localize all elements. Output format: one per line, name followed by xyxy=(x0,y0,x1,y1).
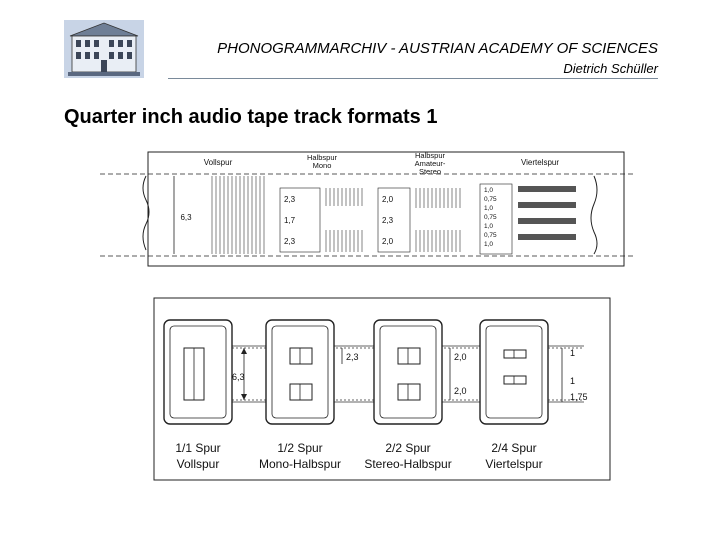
header-author: Dietrich Schüller xyxy=(563,61,658,76)
quarter-track-1: 1,0 xyxy=(484,187,493,194)
quarter-track-7: 1,0 xyxy=(484,241,493,248)
head-1-label-line1: 1/1 Spur xyxy=(175,441,220,455)
quarter-track-2: 0,75 xyxy=(484,196,497,203)
column-label-viertelspur: Viertelspur xyxy=(521,158,559,167)
quarter-track-5: 1,0 xyxy=(484,223,493,230)
head-1-label-line2: Vollspur xyxy=(177,457,220,471)
head-4-label-line1: 2/4 Spur xyxy=(491,441,536,455)
stereo-track-2: 2,0 xyxy=(382,237,394,246)
header-divider xyxy=(168,78,658,79)
academy-building-logo xyxy=(64,20,144,78)
header-title: PHONOGRAMMARCHIV - AUSTRIAN ACADEMY OF S… xyxy=(217,40,658,57)
quarter-dim-2: 1 xyxy=(570,376,575,386)
full-track-width: 6,3 xyxy=(180,213,192,222)
quarter-track-3: 1,0 xyxy=(484,205,493,212)
mono-track-1: 2,3 xyxy=(284,195,296,204)
head-2-label-line1: 1/2 Spur xyxy=(277,441,322,455)
head-4-label-line2: Viertelspur xyxy=(485,457,542,471)
head-3-label-line2: Stereo-Halbspur xyxy=(364,457,451,471)
stereo-track-1: 2,0 xyxy=(382,195,394,204)
quarter-track-6: 0,75 xyxy=(484,232,497,239)
head-configurations-diagram: 6,3 2,3 2,0 2,0 1 1 1,75 1/1 Spur Vollsp… xyxy=(153,297,611,481)
head-2-label-line2: Mono-Halbspur xyxy=(259,457,341,471)
quarter-dim-3: 1,75 xyxy=(570,392,588,402)
quarter-track-4: 0,75 xyxy=(484,214,497,221)
quarter-dim-1: 1 xyxy=(570,348,575,358)
stereo-track-gap: 2,3 xyxy=(382,216,394,225)
stereo-dim-2: 2,0 xyxy=(454,386,467,396)
stereo-dim-1: 2,0 xyxy=(454,352,467,362)
tape-width-label: 6,3 xyxy=(232,372,245,382)
column-label-vollspur: Vollspur xyxy=(204,158,233,167)
mono-gap-label: 2,3 xyxy=(346,352,359,362)
head-3-label-line1: 2/2 Spur xyxy=(385,441,430,455)
mono-track-gap: 1,7 xyxy=(284,216,296,225)
slide-title: Quarter inch audio tape track formats 1 xyxy=(64,106,438,128)
mono-track-2: 2,3 xyxy=(284,237,296,246)
